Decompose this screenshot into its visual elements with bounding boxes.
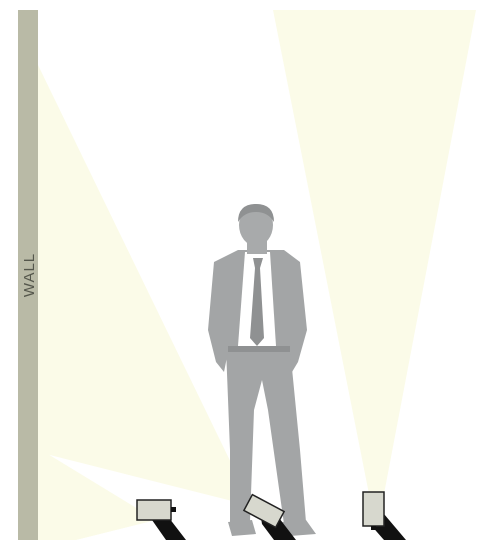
right-light-beam xyxy=(273,10,476,494)
right-fixture-knob xyxy=(371,526,376,530)
right-uplight-fixture xyxy=(363,492,406,540)
wall-label: WALL xyxy=(21,253,38,297)
left-fixture-knob xyxy=(171,507,176,512)
left-fixture-body xyxy=(137,500,171,520)
left-shoe xyxy=(228,520,256,536)
right-fixture-body xyxy=(363,492,384,526)
belt xyxy=(228,346,290,352)
left-uplight-fixture xyxy=(137,500,186,540)
trousers xyxy=(226,348,306,524)
